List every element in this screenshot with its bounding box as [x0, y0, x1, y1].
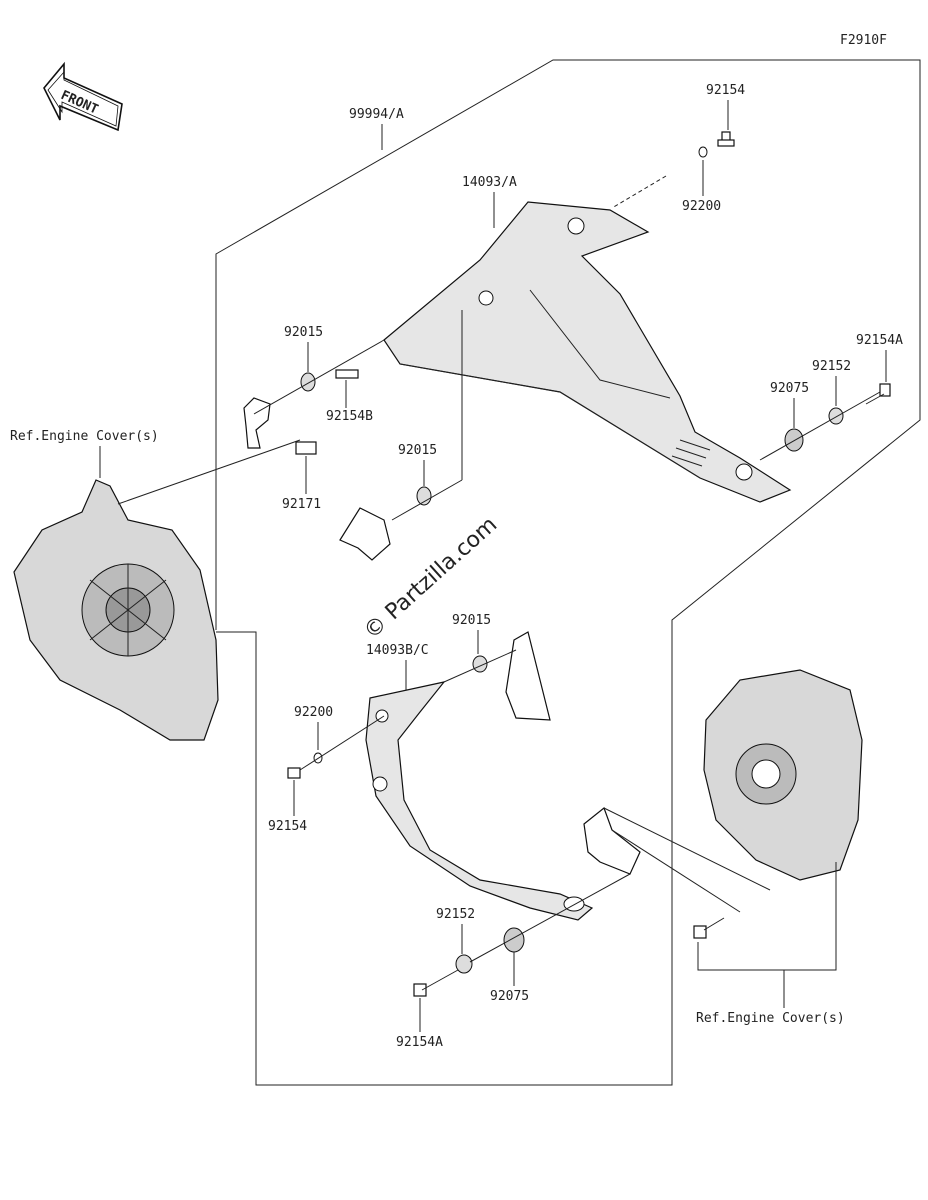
axis-ref-left [117, 439, 301, 505]
label-ref-left: Ref.Engine Cover(s) [10, 429, 159, 444]
bolt-b [335, 369, 359, 379]
axis-mid-2 [391, 479, 463, 521]
clip [295, 441, 317, 455]
label-bolt-a-right: 92154A [856, 333, 903, 348]
kit-frame [215, 59, 921, 1086]
leader-ref-right [697, 862, 837, 971]
bracket-lower-right [583, 807, 641, 875]
bracket-lower [505, 631, 551, 721]
bolt-a-bottom [413, 969, 459, 997]
bracket-upper-left [243, 397, 271, 449]
axis-upper-left [253, 339, 385, 415]
label-collar-2: 92015 [398, 443, 437, 458]
front-arrow-icon: FRONT [43, 61, 123, 132]
engine-cover-right [703, 669, 863, 881]
bolt-top [717, 131, 735, 147]
grommet-bottom [503, 927, 525, 953]
label-spacer-bottom: 92152 [436, 907, 475, 922]
engine-cover-left [13, 479, 219, 741]
axis-bottom [469, 873, 631, 963]
bolt-a-right [865, 383, 891, 405]
label-bolt-left: 92154 [268, 819, 307, 834]
label-grommet-bottom: 92075 [490, 989, 529, 1004]
axis-lower [443, 649, 517, 683]
bolt-left [287, 767, 301, 779]
label-bolt-a-bottom: 92154A [396, 1035, 443, 1050]
label-grommet-right: 92075 [770, 381, 809, 396]
bracket-mid [339, 507, 391, 561]
lower-guard [365, 681, 594, 921]
axis-top [611, 175, 667, 209]
axis-right [759, 391, 881, 461]
label-bolt-top: 92154 [706, 83, 745, 98]
label-clip: 92171 [282, 497, 321, 512]
label-lower-guard: 14093B/C [366, 643, 429, 658]
diagram-code: F2910F [840, 33, 887, 48]
axis-left [299, 715, 385, 771]
label-collar-3: 92015 [452, 613, 491, 628]
collar-2 [416, 486, 432, 506]
label-washer-top: 92200 [682, 199, 721, 214]
axis-lr-2 [611, 829, 741, 913]
spacer-bottom [455, 954, 473, 974]
spacer-right [828, 407, 844, 425]
bolt-lower-right [693, 917, 725, 939]
label-ref-right: Ref.Engine Cover(s) [696, 1011, 845, 1026]
label-collar-1: 92015 [284, 325, 323, 340]
grommet-right [784, 428, 804, 452]
label-spacer-right: 92152 [812, 359, 851, 374]
collar-1 [300, 372, 316, 392]
upper-guard [383, 201, 792, 503]
label-kit: 99994/A [349, 107, 404, 122]
axis-lr-1 [603, 807, 771, 891]
label-bolt-b: 92154B [326, 409, 373, 424]
label-upper-guard: 14093/A [462, 175, 517, 190]
label-washer-left: 92200 [294, 705, 333, 720]
washer-top [698, 146, 708, 158]
